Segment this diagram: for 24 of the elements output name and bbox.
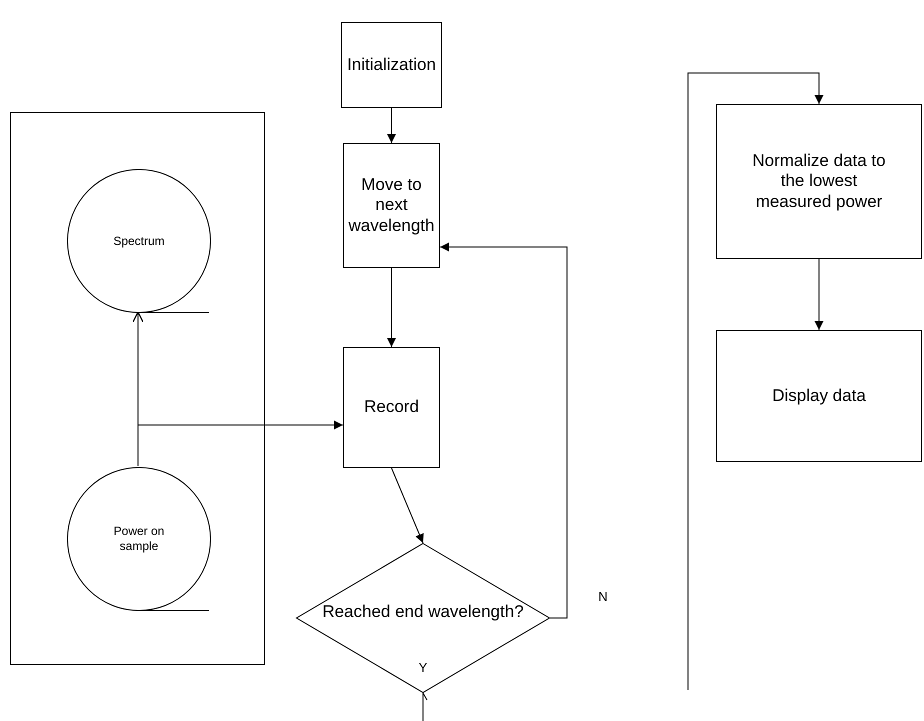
process-box (341, 22, 442, 108)
node-text: Spectrum (112, 234, 166, 248)
connector-arrow (387, 108, 396, 144)
decision-diamond (296, 543, 550, 693)
node-text: Power on sample (112, 524, 166, 554)
connector-arrow (440, 242, 568, 618)
connector-arrow (387, 268, 396, 348)
process-box (716, 104, 922, 259)
node-text: Record (363, 397, 420, 418)
node-text: Display data (771, 386, 867, 406)
connector-arrow (391, 468, 424, 544)
node-text: Normalize data to the lowest measured power (751, 150, 887, 212)
node-text: Reached end wavelength? (321, 602, 525, 622)
process-box (716, 330, 922, 462)
group-frame (10, 112, 265, 665)
node-text: Move to next wavelength (347, 174, 436, 236)
connector-arrow (138, 420, 344, 466)
node-text: Initialization (346, 54, 437, 76)
process-box (343, 143, 440, 268)
data-circle (67, 169, 211, 313)
data-circle (67, 467, 211, 611)
process-box (343, 347, 440, 468)
connector-arrow (814, 258, 824, 330)
connector-arrow (688, 72, 824, 690)
